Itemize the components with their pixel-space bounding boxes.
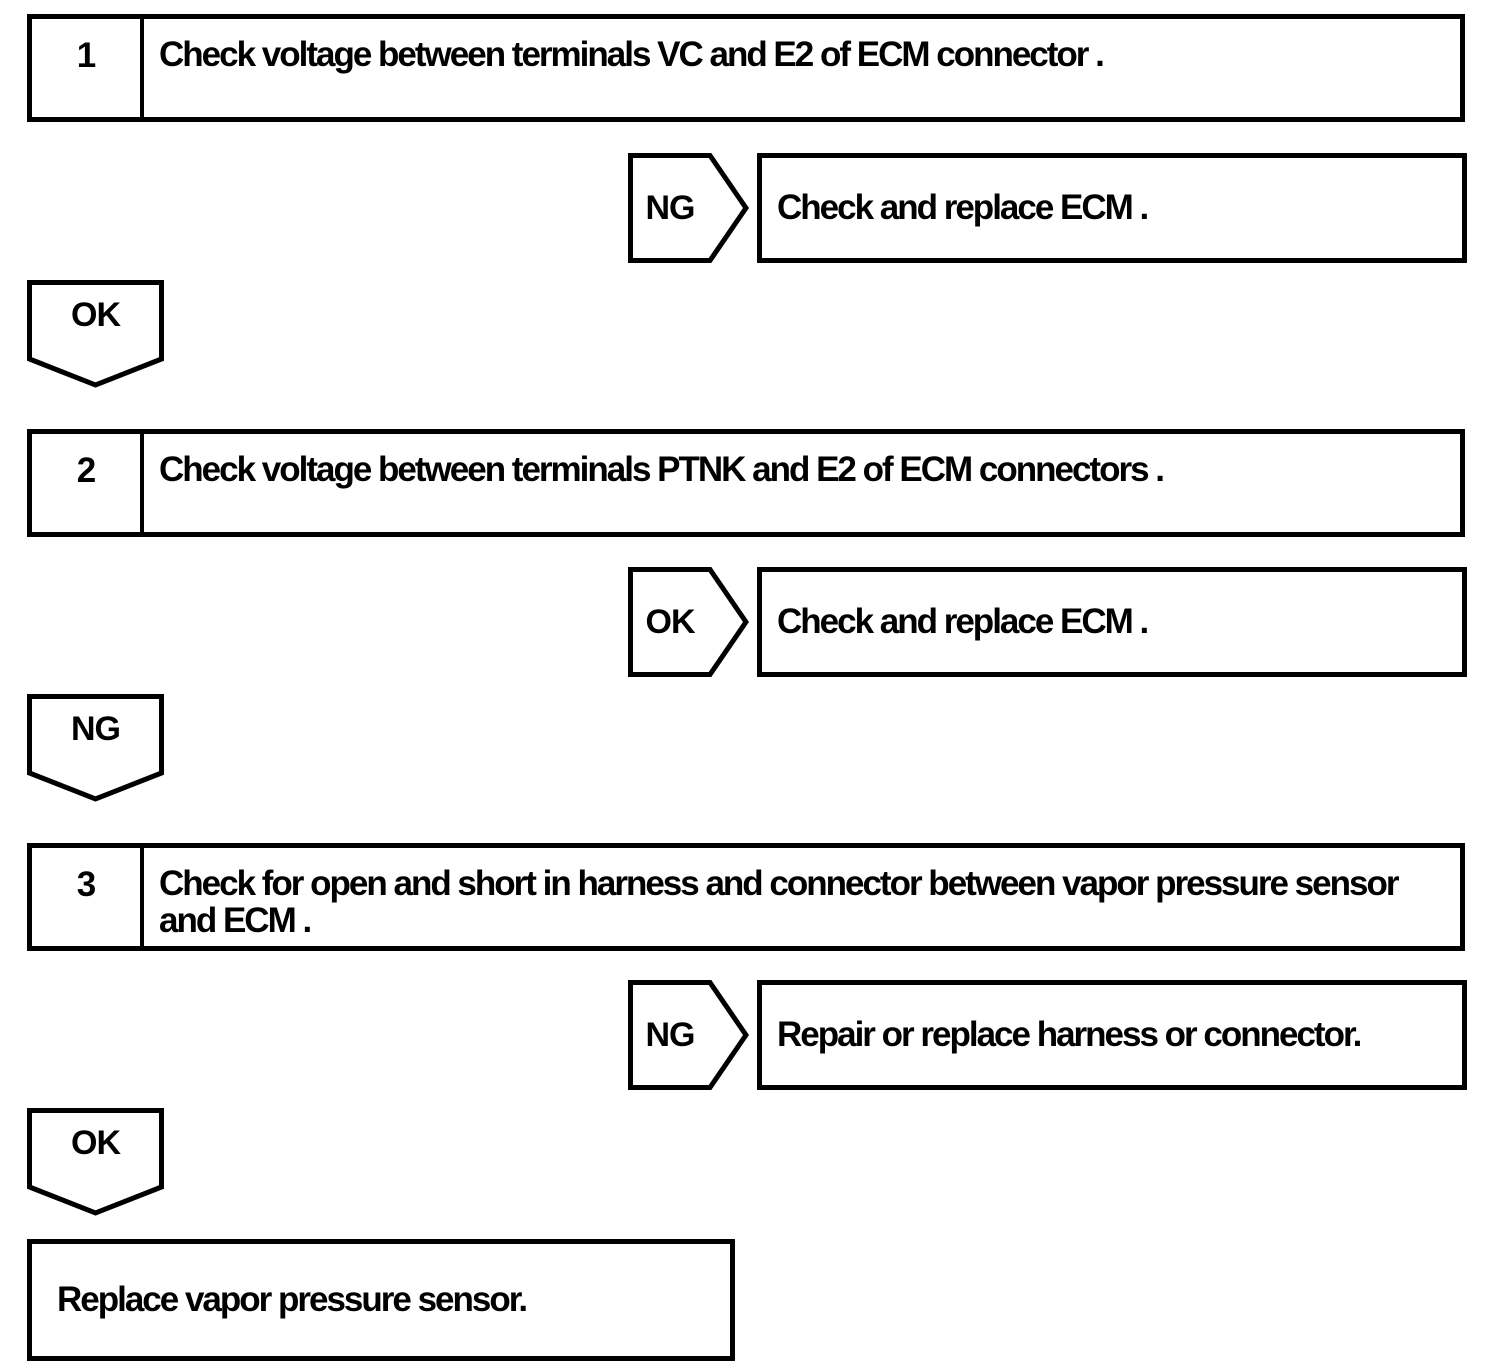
step-1-branch-arrow: NG xyxy=(628,153,749,263)
step-2-branch-result-box: Check and replace ECM . xyxy=(757,567,1467,677)
step-3-branch-label: NG xyxy=(645,1015,696,1054)
step-3-box: 3 Check for open and short in harness an… xyxy=(27,843,1465,951)
step-1-box: 1 Check voltage between terminals VC and… xyxy=(27,14,1465,122)
step-2-branch-label: OK xyxy=(645,602,696,641)
final-action-text: Replace vapor pressure sensor. xyxy=(57,1280,528,1319)
step-3-instruction: Check for open and short in harness and … xyxy=(159,864,1399,941)
step-1-continue-arrow: OK xyxy=(27,280,164,388)
step-3-continue-label: OK xyxy=(71,1124,121,1162)
step-3-branch-arrow: NG xyxy=(628,980,749,1090)
step-1-continue-label: OK xyxy=(71,296,121,334)
step-2-number: 2 xyxy=(32,434,144,532)
right-arrow-pentagon-icon xyxy=(628,153,749,263)
step-2-box: 2 Check voltage between terminals PTNK a… xyxy=(27,429,1465,537)
step-2-branch-result-text: Check and replace ECM . xyxy=(777,602,1149,641)
step-2-branch-arrow: OK xyxy=(628,567,749,677)
step-3-branch-result-box: Repair or replace harness or connector. xyxy=(757,980,1467,1090)
down-arrow-pentagon-icon xyxy=(27,280,164,388)
right-arrow-pentagon-icon xyxy=(628,567,749,677)
step-1-number: 1 xyxy=(32,19,144,117)
step-1-branch-result-box: Check and replace ECM . xyxy=(757,153,1467,263)
down-arrow-pentagon-icon xyxy=(27,694,164,802)
step-3-continue-arrow: OK xyxy=(27,1108,164,1216)
step-2-continue-label: NG xyxy=(71,710,121,748)
final-action-box: Replace vapor pressure sensor. xyxy=(27,1239,735,1361)
right-arrow-pentagon-icon xyxy=(628,980,749,1090)
step-3-number: 3 xyxy=(32,848,144,946)
step-2-continue-arrow: NG xyxy=(27,694,164,802)
step-2-instruction: Check voltage between terminals PTNK and… xyxy=(159,450,1165,489)
step-3-branch-result-text: Repair or replace harness or connector. xyxy=(777,1015,1362,1054)
step-1-branch-label: NG xyxy=(645,188,696,227)
down-arrow-pentagon-icon xyxy=(27,1108,164,1216)
step-1-instruction: Check voltage between terminals VC and E… xyxy=(159,35,1105,74)
step-1-branch-result-text: Check and replace ECM . xyxy=(777,188,1149,227)
